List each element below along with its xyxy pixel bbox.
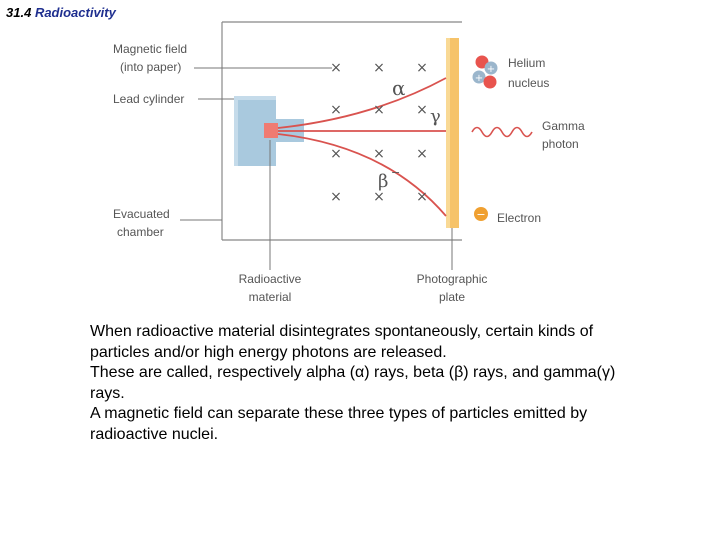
beta-ray bbox=[277, 133, 447, 217]
radioactivity-diagram: × × × × × × × × × × × × α γ β − Magnetic… bbox=[113, 21, 585, 304]
electron-icon bbox=[474, 207, 488, 221]
field-mark: × bbox=[416, 189, 428, 205]
section-number: 31.4 bbox=[6, 5, 32, 20]
gamma-symbol: γ bbox=[430, 106, 441, 127]
helium-label: Helium bbox=[508, 56, 545, 70]
field-mark: × bbox=[330, 60, 342, 76]
slide-title: 31.4 Radioactivity bbox=[6, 5, 116, 20]
gamma-photon-wave-icon bbox=[471, 126, 533, 138]
radioactive-material-sublabel: material bbox=[249, 290, 292, 304]
proton-icon bbox=[483, 75, 497, 89]
minus-sign: − bbox=[476, 208, 485, 221]
alpha-symbol: α bbox=[392, 76, 406, 100]
beta-symbol: β bbox=[378, 171, 388, 192]
text-line: particles and/or high energy photons are… bbox=[90, 343, 447, 361]
radioactive-material-label: Radioactive bbox=[239, 272, 302, 286]
gamma-photon-sublabel: photon bbox=[542, 137, 579, 151]
text-line: When radioactive material disintegrates … bbox=[90, 323, 594, 340]
text-line: radioactive nuclei. bbox=[90, 425, 219, 443]
magnetic-field-sublabel: (into paper) bbox=[120, 60, 181, 74]
beta-charge: − bbox=[391, 166, 400, 179]
field-mark: × bbox=[330, 146, 342, 162]
electron-label: Electron bbox=[497, 211, 541, 225]
neutron-icon bbox=[484, 61, 498, 75]
text-line: rays. bbox=[90, 384, 125, 402]
field-mark: × bbox=[330, 102, 342, 118]
field-mark: × bbox=[416, 60, 428, 76]
plus-sign: + bbox=[487, 64, 495, 75]
field-mark: × bbox=[373, 189, 385, 205]
photographic-plate-label: Photographic bbox=[417, 272, 488, 286]
field-mark: × bbox=[416, 146, 428, 162]
helium-nucleus-icon: + + bbox=[472, 55, 498, 89]
photographic-plate-highlight bbox=[446, 38, 450, 228]
field-mark: × bbox=[373, 60, 385, 76]
alpha-ray bbox=[277, 77, 447, 129]
magnetic-field-marks: × × × × × × × × × × × × bbox=[330, 60, 428, 205]
field-mark: × bbox=[373, 146, 385, 162]
field-mark: × bbox=[416, 102, 428, 118]
neutron-icon bbox=[472, 70, 486, 84]
field-mark: × bbox=[330, 189, 342, 205]
gamma-photon-label: Gamma bbox=[542, 119, 585, 133]
evacuated-chamber-sublabel: chamber bbox=[117, 225, 164, 239]
evacuated-chamber-label: Evacuated bbox=[113, 207, 170, 221]
photographic-plate-sublabel: plate bbox=[439, 290, 465, 304]
text-line: These are called, respectively alpha (α)… bbox=[90, 364, 616, 381]
plus-sign: + bbox=[475, 73, 483, 84]
field-mark: × bbox=[373, 102, 385, 118]
helium-sublabel: nucleus bbox=[508, 76, 549, 90]
lead-cylinder-label: Lead cylinder bbox=[113, 92, 184, 106]
text-line: A magnetic field can separate these thre… bbox=[90, 405, 588, 422]
radioactive-source bbox=[264, 123, 278, 138]
explanation-text: When radioactive material disintegrates … bbox=[90, 322, 700, 445]
magnetic-field-label: Magnetic field bbox=[113, 42, 187, 56]
section-title: Radioactivity bbox=[34, 5, 116, 20]
